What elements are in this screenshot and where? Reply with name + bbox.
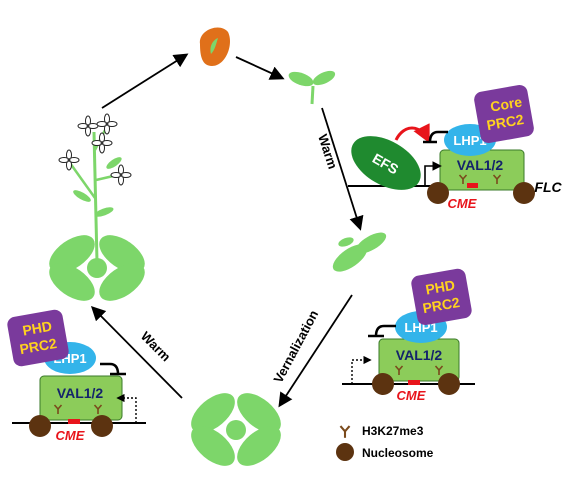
- h3k27me3-legend-icon: [339, 425, 351, 438]
- val-label: VAL1/2: [396, 347, 443, 363]
- cycle-arrow-warm-growth: [321, 107, 364, 231]
- cycle-arrow-vernalization: [278, 294, 353, 408]
- flc-complex-left: VAL1/2 CME LHP1 PHD PRC2: [7, 309, 146, 443]
- blocked-transcription-arrow: [351, 355, 372, 384]
- seed-icon: [199, 27, 231, 66]
- flower-icon: [96, 113, 118, 135]
- phd-prc2-label: PHD: [424, 277, 456, 298]
- efs-blob: [351, 136, 421, 190]
- legend: H3K27me3 Nucleosome: [336, 424, 434, 461]
- nucleosome-icon: [372, 373, 394, 395]
- phd-prc2-box: [7, 309, 69, 367]
- efs-activation-arrow: [394, 123, 430, 144]
- flower-icon: [58, 149, 80, 171]
- core-prc2-label: PRC2: [485, 111, 525, 133]
- label-warm-top: Warm: [315, 132, 340, 171]
- flowering-plant-icon: [49, 113, 145, 301]
- nucleosome-legend-icon: [336, 443, 354, 461]
- flc-complex-mid: VAL1/2 CME LHP1 PHD PRC2: [342, 268, 475, 403]
- nucleosome-icon: [513, 182, 535, 204]
- core-prc2-box: [474, 84, 534, 144]
- repression-bar: [428, 130, 448, 143]
- flower-icon: [91, 132, 113, 154]
- core-prc2-label: Core: [489, 93, 523, 114]
- nucleosome-icon: [427, 182, 449, 204]
- flower-icon: [110, 164, 132, 186]
- phd-prc2-label: PRC2: [18, 335, 58, 357]
- cme-label: CME: [448, 196, 477, 211]
- cycle-arrow-warm-return: [90, 305, 183, 399]
- flc-gene-label: FLC: [534, 179, 562, 195]
- phd-prc2-box: [411, 268, 472, 326]
- flower-icon: [77, 115, 99, 137]
- rosette-plant-icon: [191, 393, 281, 466]
- cme-element: [408, 380, 420, 385]
- lhp1-label: LHP1: [453, 133, 486, 148]
- repression-bar: [100, 362, 120, 375]
- transcription-arrow: [424, 161, 442, 186]
- legend-nucleosome-label: Nucleosome: [362, 446, 434, 460]
- nucleosome-icon: [29, 415, 51, 437]
- phd-prc2-label: PRC2: [421, 294, 461, 316]
- repression-bar: [374, 324, 396, 337]
- blocked-transcription-arrow: [116, 393, 137, 423]
- cme-label: CME: [397, 388, 426, 403]
- legend-h3k27me3-label: H3K27me3: [362, 424, 424, 438]
- seedling-icon: [288, 70, 336, 105]
- label-vernalization: Vernalization: [270, 308, 321, 386]
- val-label: VAL1/2: [457, 157, 504, 173]
- phd-prc2-label: PHD: [21, 318, 53, 339]
- flc-complex-top: VAL1/2 CME FLC LHP1 Core PRC2 EFS: [348, 84, 562, 211]
- cycle-arrow-flowering-to-seed: [101, 53, 189, 109]
- cme-label: CME: [56, 428, 85, 443]
- val-label: VAL1/2: [57, 385, 104, 401]
- cme-element: [467, 183, 478, 188]
- young-plant-icon: [332, 232, 387, 272]
- cme-element: [68, 419, 80, 424]
- nucleosome-icon: [91, 415, 113, 437]
- nucleosome-icon: [438, 373, 460, 395]
- cycle-arrow-seed-to-seedling: [235, 56, 285, 80]
